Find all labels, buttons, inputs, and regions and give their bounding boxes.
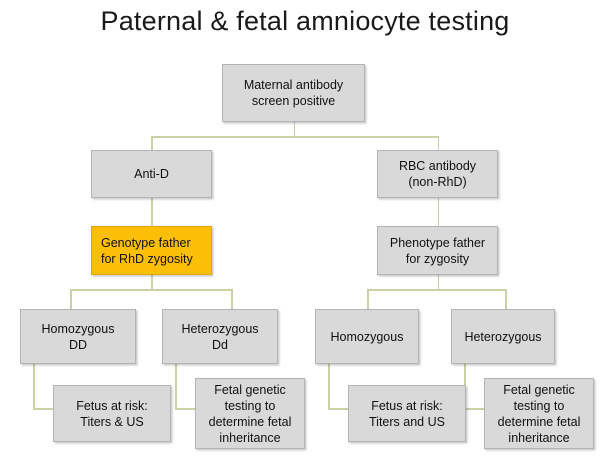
- node-line: (non-RhD): [408, 175, 467, 189]
- node-homozygous-dd[interactable]: Homozygous DD: [20, 309, 136, 364]
- node-rbc-antibody-non-rhd[interactable]: RBC antibody (non-RhD): [377, 150, 498, 198]
- connector-antid-to-genotype: [151, 198, 153, 226]
- node-line: Fetus at risk:: [371, 398, 443, 413]
- connector-elbow1-v: [33, 364, 35, 409]
- node-heterozygous[interactable]: Heterozygous: [451, 309, 555, 364]
- node-line: Phenotype father: [389, 235, 486, 250]
- connector-to-homozygous-right: [367, 289, 369, 309]
- node-line: testing to: [224, 398, 276, 413]
- connector-level1-bar: [151, 136, 439, 138]
- connector-to-heterozygous-dd: [231, 289, 233, 309]
- connector-elbow3-v: [328, 364, 330, 409]
- node-line: for zygosity: [405, 251, 470, 266]
- node-line: Homozygous: [330, 329, 404, 344]
- node-line: Fetal genetic: [503, 382, 575, 397]
- node-phenotype-father-zygosity[interactable]: Phenotype father for zygosity: [377, 226, 498, 275]
- connector-to-homozygous-dd: [70, 289, 72, 309]
- connector-root-stem: [293, 122, 295, 136]
- connector-right-zygosity-bar: [367, 289, 506, 291]
- node-line: for RhD zygosity: [101, 251, 193, 266]
- connector-genotype-stem: [151, 275, 153, 289]
- node-line: Titers and US: [369, 414, 445, 429]
- connector-to-rbc: [437, 136, 439, 150]
- connector-to-heterozygous-right: [505, 289, 507, 309]
- connector-left-zygosity-bar: [70, 289, 232, 291]
- node-line: inheritance: [508, 430, 570, 445]
- node-line: Dd: [212, 337, 228, 352]
- connector-elbow1-h: [33, 408, 53, 410]
- node-anti-d[interactable]: Anti-D: [91, 150, 212, 198]
- node-line: DD: [68, 337, 88, 352]
- connector-elbow2-h: [175, 408, 195, 410]
- node-line: Titers & US: [80, 414, 144, 429]
- node-line: Genotype father: [101, 235, 191, 250]
- node-line: determine fetal: [208, 414, 292, 429]
- node-line: Homozygous: [41, 321, 115, 336]
- connector-to-anti-d: [151, 136, 153, 150]
- connector-phenotype-stem: [437, 275, 439, 289]
- connector-elbow4-h: [464, 408, 484, 410]
- node-outcome-fetus-at-risk-right[interactable]: Fetus at risk: Titers and US: [348, 385, 466, 442]
- node-outcome-fetus-at-risk-left[interactable]: Fetus at risk: Titers & US: [53, 385, 171, 442]
- node-homozygous[interactable]: Homozygous: [315, 309, 419, 364]
- node-outcome-fetal-genetic-testing-right[interactable]: Fetal genetic testing to determine fetal…: [484, 378, 594, 449]
- node-heterozygous-dd[interactable]: Heterozygous Dd: [162, 309, 278, 364]
- node-line: Heterozygous: [464, 329, 542, 344]
- node-line: Fetus at risk:: [76, 398, 148, 413]
- connector-rbc-to-phenotype: [437, 198, 439, 226]
- node-line: testing to: [513, 398, 565, 413]
- node-line: Fetal genetic: [214, 382, 286, 397]
- node-maternal-antibody-screen[interactable]: Maternal antibody screen positive: [222, 64, 365, 122]
- node-outcome-fetal-genetic-testing-left[interactable]: Fetal genetic testing to determine fetal…: [195, 378, 305, 449]
- node-line: Anti-D: [134, 167, 169, 181]
- connector-elbow2-v: [175, 364, 177, 409]
- node-genotype-father-rhd-zygosity[interactable]: Genotype father for RhD zygosity: [91, 226, 212, 275]
- node-line: Heterozygous: [181, 321, 259, 336]
- page-title: Paternal & fetal amniocyte testing: [100, 6, 510, 36]
- node-line: determine fetal: [497, 414, 581, 429]
- node-line: Maternal antibody: [243, 78, 344, 92]
- node-line: inheritance: [219, 430, 281, 445]
- connector-elbow3-h: [328, 408, 348, 410]
- node-line: RBC antibody: [398, 159, 477, 173]
- node-line: screen positive: [251, 94, 336, 108]
